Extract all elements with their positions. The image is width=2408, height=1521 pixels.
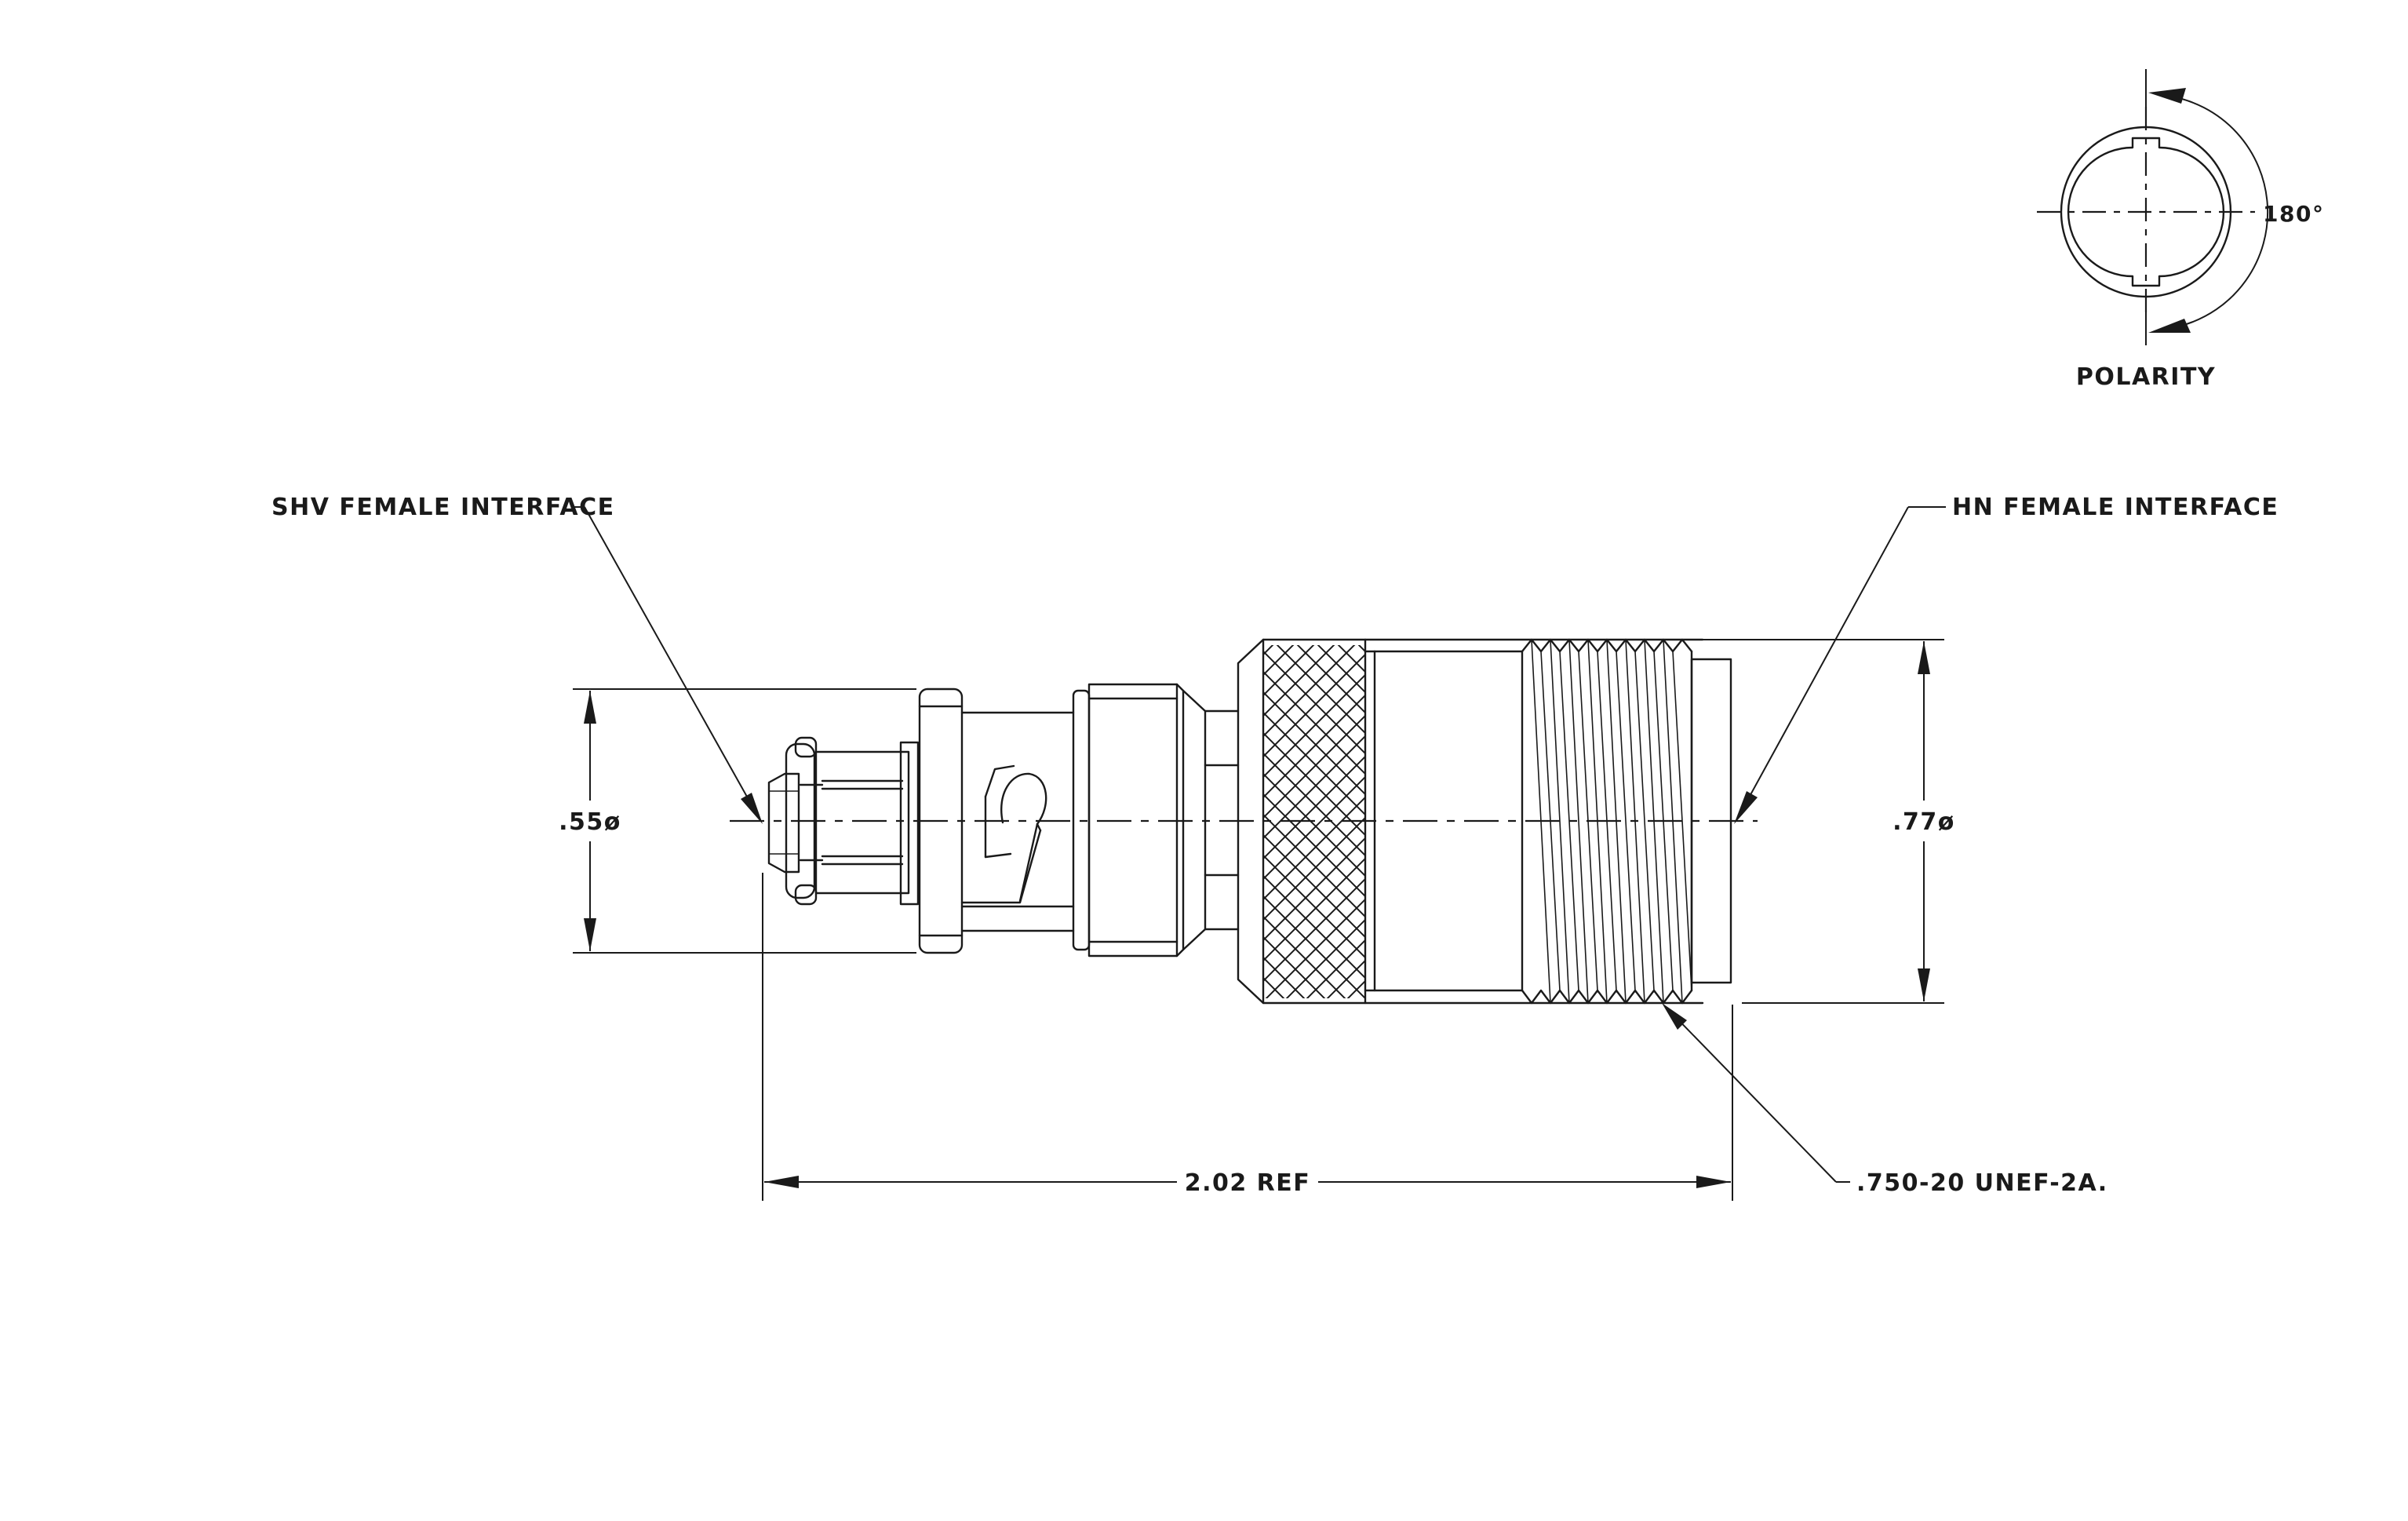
arrowhead-icon <box>584 918 596 951</box>
arrowhead-icon <box>584 691 596 724</box>
left-diameter-label: .55ø <box>559 808 621 836</box>
bayonet-slot <box>960 764 1047 904</box>
rotation-arc <box>2166 95 2269 326</box>
shv-interface-label: SHV FEMALE INTERFACE <box>271 494 615 521</box>
arrowhead-icon <box>2148 88 2186 104</box>
hn-interface-label: HN FEMALE INTERFACE <box>1952 494 2279 521</box>
right-diameter-label: .77ø <box>1893 808 1955 836</box>
dimension-right-diameter <box>1369 639 1944 1004</box>
leader-shv <box>571 506 763 824</box>
leader-hn <box>1734 506 1946 824</box>
shv-sleeve <box>814 741 920 906</box>
overall-length-label: 2.02 REF <box>1185 1169 1311 1197</box>
arrowhead-icon <box>1918 641 1930 674</box>
arrowhead-icon <box>1734 791 1758 824</box>
arrowhead-icon <box>1696 1176 1731 1188</box>
dimension-left-diameter <box>573 688 916 954</box>
arrowhead-icon <box>741 793 763 824</box>
body-taper <box>1182 689 1240 951</box>
arrowhead-icon <box>764 1176 799 1188</box>
leader-thread <box>1662 1003 1850 1183</box>
shv-contact-tip <box>767 772 800 874</box>
dimension-overall-length <box>762 873 1733 1201</box>
polarity-angle-label: 180° <box>2263 201 2324 227</box>
polarity-label: POLARITY <box>2076 363 2216 391</box>
arrowhead-icon <box>1662 1003 1687 1030</box>
arrowhead-icon <box>2148 319 2191 333</box>
polarity-view <box>2037 69 2269 345</box>
arrowhead-icon <box>1918 968 1930 1001</box>
thread-spec-label: .750-20 UNEF-2A. <box>1856 1169 2108 1197</box>
